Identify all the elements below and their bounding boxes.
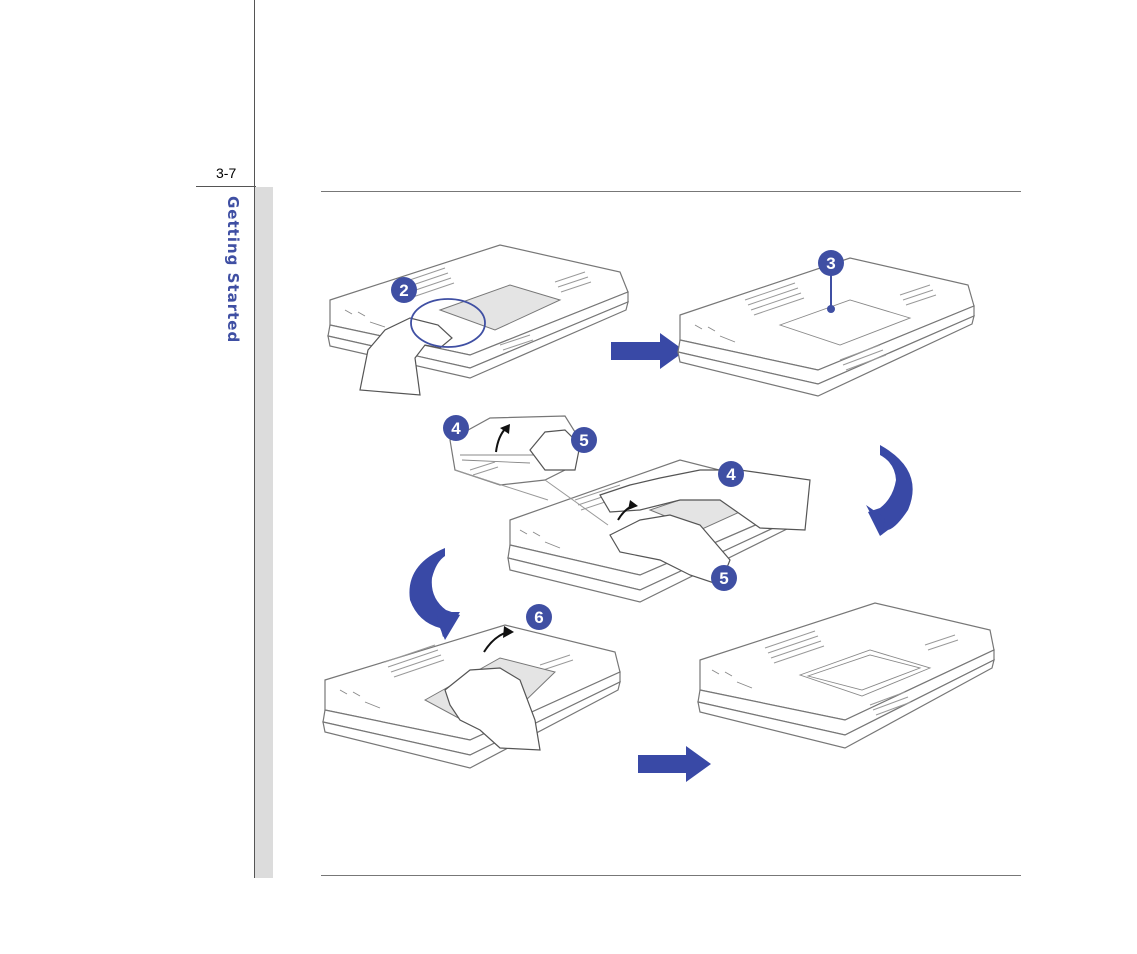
arrow-right-2 [638, 746, 711, 782]
step-badge-5b: 5 [711, 565, 737, 591]
laptop-panel-4 [323, 625, 620, 768]
step-badge-5a: 5 [571, 427, 597, 453]
svg-text:3: 3 [826, 254, 835, 273]
laptop-panel-5 [698, 603, 994, 748]
laptop-panel-2 [678, 258, 974, 396]
svg-text:4: 4 [726, 465, 736, 484]
step-badge-2: 2 [391, 277, 417, 303]
step-badge-6: 6 [526, 604, 552, 630]
svg-text:5: 5 [719, 569, 728, 588]
step-badge-4b: 4 [718, 461, 744, 487]
svg-text:4: 4 [451, 419, 461, 438]
svg-text:5: 5 [579, 431, 588, 450]
arrow-right-1 [611, 333, 685, 369]
step-badge-3: 3 [818, 250, 844, 276]
arrow-curve-right [868, 445, 913, 536]
step-badge-4a: 4 [443, 415, 469, 441]
svg-text:6: 6 [534, 608, 543, 627]
laptop-panel-1 [328, 245, 628, 395]
laptop-panel-3 [450, 416, 810, 602]
arrow-curve-left [409, 548, 460, 640]
svg-text:2: 2 [399, 281, 408, 300]
